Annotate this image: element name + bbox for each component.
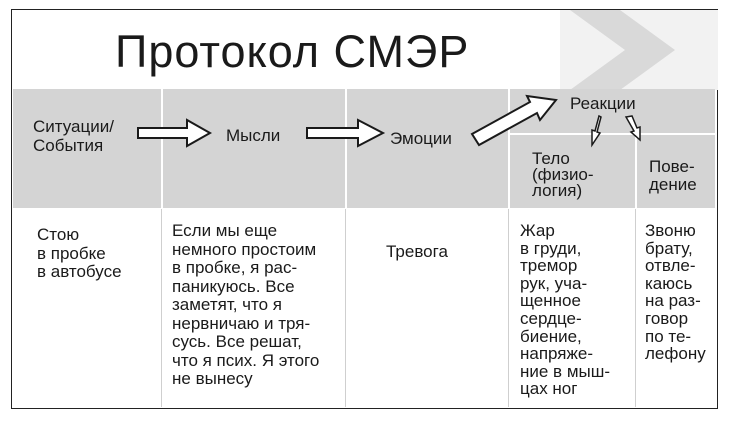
header-body: Тело (физио- логия)	[532, 149, 594, 200]
col-divider	[161, 209, 162, 407]
arrow-situations-to-thoughts	[137, 118, 213, 148]
header-behavior: Пове- дение	[649, 157, 697, 194]
arrow-emotions-to-reactions	[470, 94, 558, 147]
arrow-thoughts-to-emotions	[306, 118, 386, 148]
corner-decoration	[560, 10, 718, 90]
col-divider	[345, 89, 347, 209]
cell-body: Жар в груди, тремор рук, уча- щенное сер…	[520, 221, 611, 399]
header-band	[13, 89, 715, 208]
cell-behavior: Звоню брату, отвле- каюсь на раз- говор …	[645, 221, 706, 364]
header-thoughts: Мысли	[226, 126, 281, 145]
cell-thought: Если мы еще немного простоим в пробке, я…	[172, 221, 320, 388]
col-divider	[161, 89, 163, 209]
col-divider	[635, 134, 637, 209]
col-divider	[345, 209, 346, 407]
col-divider	[635, 209, 636, 407]
page-title: Протокол СМЭР	[115, 26, 470, 77]
col-divider	[508, 89, 510, 209]
row-divider	[509, 133, 715, 135]
header-reactions: Реакции	[570, 94, 636, 113]
cell-emotion: Тревога	[386, 242, 448, 261]
header-emotions: Эмоции	[390, 129, 452, 148]
arrow-reactions-to-behavior	[624, 115, 641, 142]
cell-situation: Стою в пробке в автобусе	[37, 225, 122, 281]
col-divider	[508, 209, 509, 407]
arrow-reactions-to-body	[591, 114, 602, 148]
header-situations: Ситуации/ События	[33, 117, 114, 155]
